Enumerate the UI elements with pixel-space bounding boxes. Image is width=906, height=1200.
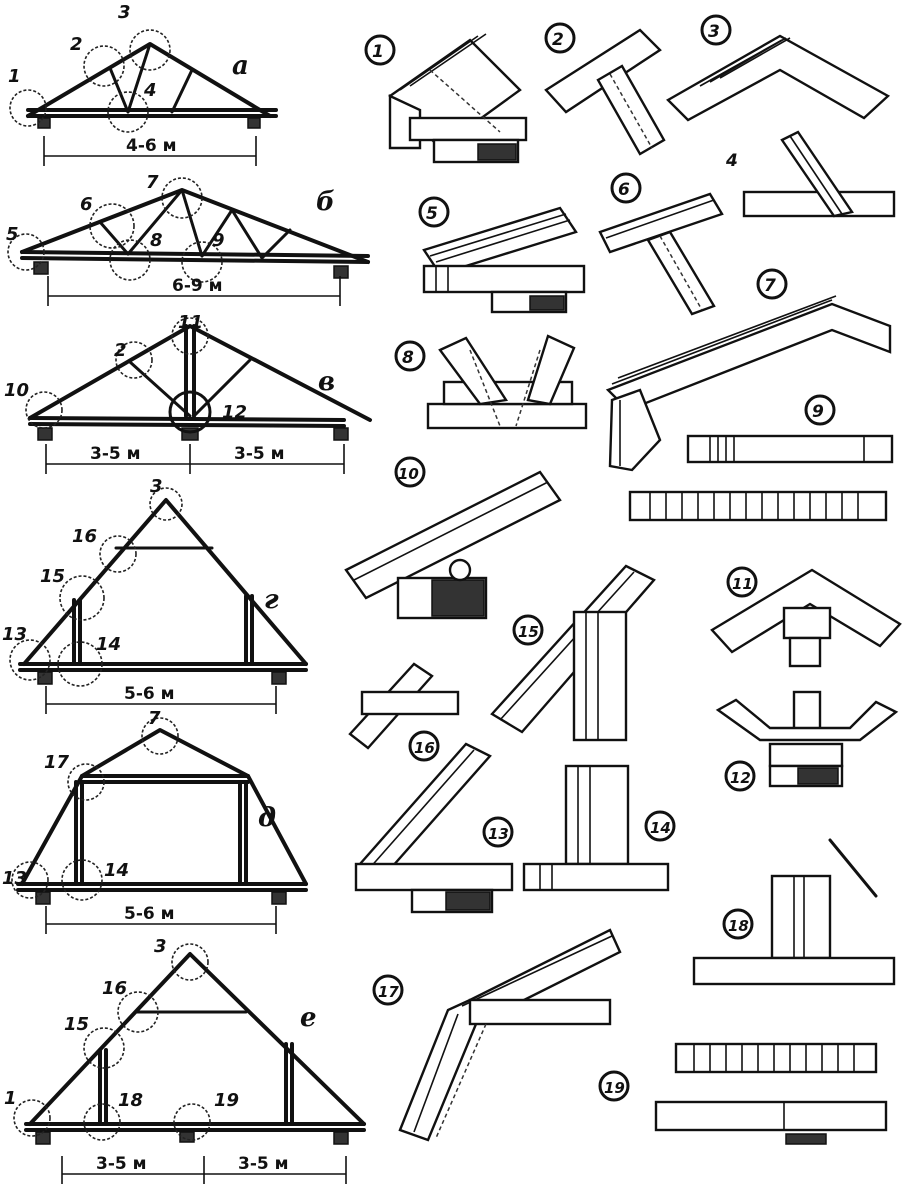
- detail-18-label: 18: [728, 917, 749, 935]
- truss-d: 7 17 13 14 д 5-6 м: [2, 708, 308, 934]
- truss-d-span: 5-6 м: [124, 904, 175, 924]
- detail-3-label: 3: [708, 22, 720, 42]
- detail-19-label: 19: [604, 1079, 625, 1097]
- truss-g-node-15: 15: [40, 566, 65, 587]
- detail-11-label: 11: [732, 575, 753, 593]
- detail-8: 8: [394, 334, 588, 430]
- detail-11: 11: [710, 566, 902, 668]
- truss-a-span: 4-6 м: [126, 136, 177, 156]
- truss-v-node-11: 11: [178, 312, 203, 333]
- detail-5-label: 5: [426, 204, 438, 224]
- truss-v: 10 2 11 12 в 3-5 м 3-5 м: [4, 312, 372, 474]
- truss-b-span: 6-9 м: [172, 276, 223, 296]
- truss-a-node-3: 3: [118, 2, 131, 23]
- truss-d-letter: д: [258, 803, 276, 833]
- truss-e-node-18: 18: [118, 1090, 143, 1111]
- truss-b-node-6: 6: [80, 194, 93, 215]
- truss-v-node-10: 10: [4, 380, 29, 401]
- truss-a-letter: а: [232, 51, 249, 81]
- detail-18: 18: [692, 838, 896, 986]
- truss-e-span-right: 3-5 м: [238, 1154, 289, 1174]
- detail-17: 17: [372, 928, 622, 1142]
- detail-15: 15: [490, 564, 656, 742]
- truss-b-node-7: 7: [146, 172, 159, 193]
- detail-13: 13: [354, 742, 514, 914]
- truss-d-node-13: 13: [2, 868, 27, 889]
- truss-a-node-2: 2: [70, 34, 83, 55]
- truss-v-node-12: 12: [222, 402, 247, 423]
- detail-12-label: 12: [730, 769, 751, 787]
- detail-3: 3: [666, 14, 891, 122]
- detail-16: 16: [348, 662, 460, 762]
- truss-g-letter: г: [264, 585, 279, 615]
- truss-g-node-16: 16: [72, 526, 97, 547]
- truss-g-span: 5-6 м: [124, 684, 175, 704]
- detail-9: 9: [628, 394, 894, 522]
- detail-6: 6: [598, 172, 724, 316]
- truss-v-span-right: 3-5 м: [234, 444, 285, 464]
- detail-5: 5: [418, 196, 586, 314]
- detail-1: 1: [364, 33, 528, 164]
- truss-e: 3 16 15 1 18 19 е 3-5 м 3-5 м: [4, 936, 366, 1184]
- truss-g: 3 16 15 13 14 г 5-6 м: [2, 476, 308, 714]
- truss-e-node-3: 3: [154, 936, 167, 957]
- detail-14-label: 14: [650, 819, 671, 837]
- detail-7-label: 7: [764, 276, 776, 296]
- detail-13-label: 13: [488, 825, 509, 843]
- detail-10-label: 10: [398, 465, 419, 483]
- truss-g-node-3: 3: [150, 476, 163, 497]
- detail-4: 4: [725, 130, 896, 218]
- truss-e-letter: е: [300, 1003, 317, 1033]
- detail-4-label: 4: [725, 151, 738, 171]
- truss-b-node-8: 8: [150, 230, 163, 251]
- truss-e-node-15: 15: [64, 1014, 89, 1035]
- truss-v-letter: в: [318, 367, 335, 397]
- detail-15-label: 15: [518, 623, 539, 641]
- detail-12: 12: [715, 690, 899, 792]
- truss-a-node-1: 1: [8, 66, 21, 87]
- truss-e-node-16: 16: [102, 978, 127, 999]
- detail-19: 19: [598, 1042, 888, 1145]
- truss-g-node-14: 14: [96, 634, 121, 655]
- detail-7: 7: [605, 268, 892, 472]
- truss-d-node-17: 17: [44, 752, 70, 773]
- truss-e-node-19: 19: [214, 1090, 239, 1111]
- detail-8-label: 8: [402, 348, 414, 368]
- truss-a: 1 2 3 4 а 4-6 м: [8, 2, 278, 166]
- detail-16-label: 16: [414, 739, 435, 757]
- truss-d-node-7: 7: [148, 708, 161, 729]
- detail-9-label: 9: [812, 402, 824, 422]
- detail-2: 2: [544, 22, 666, 156]
- detail-14: 14: [522, 764, 676, 892]
- truss-v-node-2: 2: [114, 340, 127, 361]
- detail-1-label: 1: [372, 42, 384, 62]
- truss-b-node-5: 5: [6, 224, 19, 245]
- truss-v-span-left: 3-5 м: [90, 444, 141, 464]
- truss-b: 5 6 7 8 9 б 6-9 м: [6, 172, 370, 306]
- truss-a-node-4: 4: [143, 80, 157, 101]
- detail-6-label: 6: [618, 180, 630, 200]
- detail-10: 10: [344, 456, 562, 620]
- truss-e-node-1: 1: [4, 1088, 17, 1109]
- truss-b-letter: б: [316, 187, 335, 217]
- detail-17-label: 17: [378, 983, 399, 1001]
- truss-b-node-9: 9: [212, 230, 225, 251]
- truss-g-node-13: 13: [2, 624, 27, 645]
- detail-2-label: 2: [552, 30, 564, 50]
- truss-e-span-left: 3-5 м: [96, 1154, 147, 1174]
- truss-d-node-14: 14: [104, 860, 129, 881]
